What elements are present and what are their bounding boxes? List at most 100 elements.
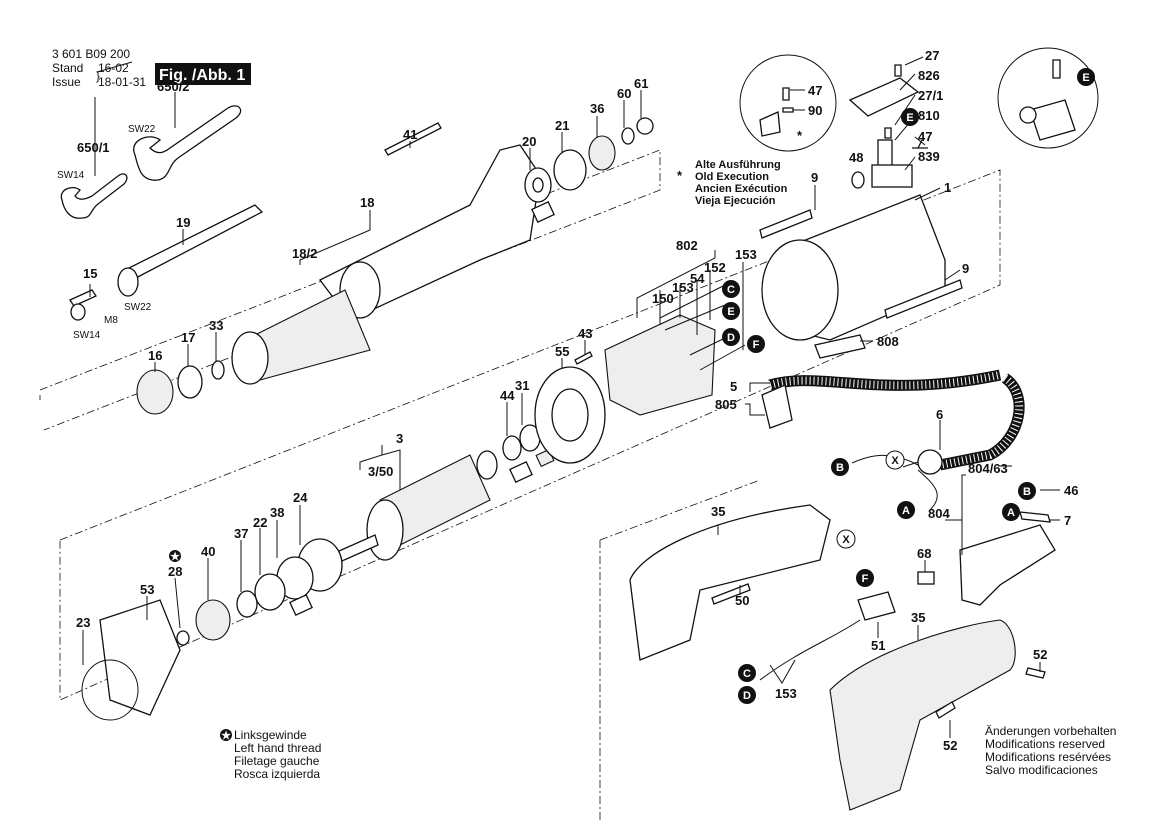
front-nut-stack [136, 360, 225, 415]
handle-left-shape [629, 504, 831, 661]
stand-label: Stand [52, 61, 83, 75]
label-23: 23 [76, 615, 90, 630]
label-805: 805 [715, 397, 737, 412]
label-839: 839 [918, 149, 940, 164]
detail-old-execution [739, 54, 837, 152]
screw-52-a [1025, 667, 1046, 679]
label-52-right: 52 [1033, 647, 1047, 662]
leader-839 [904, 156, 916, 171]
label-802: 802 [676, 238, 698, 253]
label-44: 44 [500, 388, 515, 403]
legend-old-line-1: Alte Ausführung [695, 159, 781, 171]
brace-icon: } [96, 69, 100, 83]
wire-f [699, 344, 746, 371]
housing-18 [319, 122, 541, 321]
badge-f-top: F [747, 335, 765, 353]
label-150: 150 [652, 291, 674, 306]
label-20: 20 [522, 134, 536, 149]
label-sw22-wrench: SW22 [128, 124, 156, 135]
legend-mod-line-1: Änderungen vorbehalten [985, 724, 1116, 738]
badge-x-cable: X [885, 450, 905, 470]
detail-screw [1052, 59, 1061, 79]
leader-5-805 [745, 382, 770, 416]
motor-housing-1 [759, 194, 963, 359]
label-3: 3 [396, 431, 403, 446]
svg-text:E: E [727, 306, 734, 318]
label-sw22-spindle: SW22 [124, 302, 152, 313]
nut-28 [176, 630, 190, 646]
label-9-top: 9 [811, 170, 818, 185]
label-9-top [759, 209, 813, 239]
wrench-650-2 [133, 105, 242, 181]
label-650-2: 650/2 [157, 79, 190, 94]
handle-right-shape [829, 619, 1016, 811]
bearing-17 [177, 365, 203, 399]
svg-text:X: X [891, 455, 899, 467]
sleeve-18-2 [231, 289, 371, 385]
legend-thread-line-4: Rosca izquierda [234, 767, 320, 781]
label-27-1: 27/1 [918, 88, 943, 103]
old-plate-90 [782, 107, 794, 113]
strikeout-line [96, 61, 133, 73]
leader-18 [299, 210, 371, 265]
svg-text:B: B [1023, 486, 1031, 498]
svg-text:F: F [862, 573, 869, 585]
cable-outer-2 [938, 373, 1025, 471]
label-22: 22 [253, 515, 267, 530]
label-m8: M8 [104, 315, 118, 326]
cover-826 [848, 77, 920, 117]
svg-text:B: B [836, 462, 844, 474]
label-7: 7 [1064, 513, 1071, 528]
label-19: 19 [176, 215, 190, 230]
figure-label-box [155, 63, 251, 85]
label-15: 15 [83, 266, 97, 281]
wrench-650-1 [60, 173, 128, 219]
badge-f-switch: F [856, 569, 874, 587]
old-date: 16-02 [98, 61, 129, 75]
badge-c-top: C [722, 280, 740, 298]
svg-text:E: E [906, 112, 913, 124]
star-circle-icon [220, 729, 232, 741]
label-48: 48 [849, 150, 863, 165]
spindle-shaft [124, 204, 264, 281]
grip-sleeve-end [231, 331, 269, 385]
star-glyph: ★ [170, 551, 180, 563]
outline-handle-assembly [599, 479, 761, 820]
label-18-2: 18/2 [292, 246, 317, 261]
label-37: 37 [234, 526, 248, 541]
label-24: 24 [293, 490, 308, 505]
cable-inner [768, 371, 1001, 390]
label-3-50: 3/50 [368, 464, 393, 479]
label-46: 46 [1064, 483, 1078, 498]
ring-22 [254, 573, 286, 611]
switch-assembly [759, 511, 1056, 681]
svg-text:F: F [753, 339, 760, 351]
legend-mod-line-2: Modifications reserved [985, 737, 1105, 751]
plate-808 [814, 334, 866, 359]
gear-housing-53 [99, 599, 181, 716]
label-153-top: 153 [735, 247, 757, 262]
label-804-63: 804/63 [968, 461, 1008, 476]
leader-153c [769, 659, 796, 684]
old-screw-47 [782, 87, 790, 101]
legend-old-line-4: Vieja Ejecución [695, 195, 776, 207]
o-ring-23 [81, 659, 139, 721]
bearing-icon-44 [509, 460, 533, 484]
legend-mod-line-4: Salvo modificaciones [985, 763, 1098, 777]
badge-d-bottom: D [738, 686, 756, 704]
leader-802 [636, 250, 716, 335]
label-40: 40 [201, 544, 215, 559]
washer-60 [621, 127, 635, 145]
legend-old-execution: * Alte Ausführung Old Execution Ancien E… [677, 159, 788, 207]
label-27: 27 [925, 48, 939, 63]
badge-a-cable: A [897, 501, 915, 519]
ring-33 [211, 360, 225, 380]
leader-27 [904, 56, 924, 66]
label-35-right: 35 [911, 610, 925, 625]
nut-61 [636, 117, 654, 135]
wrench-sw14-shape [60, 173, 128, 219]
label-43: 43 [578, 326, 592, 341]
cable-inner-2 [939, 374, 1024, 469]
gear-36 [588, 135, 616, 171]
